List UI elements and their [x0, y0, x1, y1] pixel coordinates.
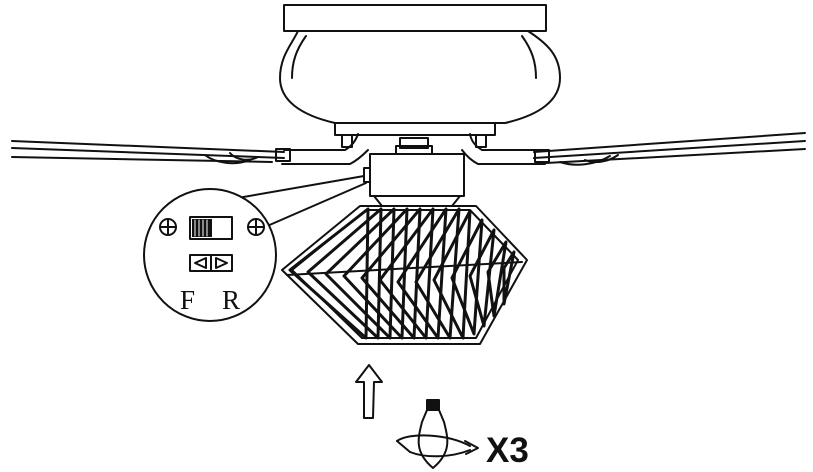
screw-icon — [247, 218, 265, 236]
up-arrow-icon — [355, 364, 383, 419]
bulb-quantity-label: X3 — [486, 431, 529, 470]
rotate-arrow-icon — [396, 434, 479, 458]
switch-label-reverse: R — [222, 285, 240, 315]
callout-line-lower — [257, 182, 367, 231]
canopy — [279, 4, 561, 136]
fan-blade-left — [11, 133, 369, 165]
callout-line-upper — [225, 175, 365, 201]
slide-switch-icon — [189, 216, 233, 240]
light-bulb-icon — [417, 399, 449, 469]
switch-label-forward: F — [180, 285, 195, 315]
motor-housing — [341, 134, 487, 207]
direction-arrows-icon — [189, 254, 233, 272]
woven-light-shade — [281, 205, 528, 345]
screw-icon — [159, 218, 177, 236]
reversing-switch-closeup — [143, 188, 277, 322]
fan-blade-right — [461, 132, 806, 166]
